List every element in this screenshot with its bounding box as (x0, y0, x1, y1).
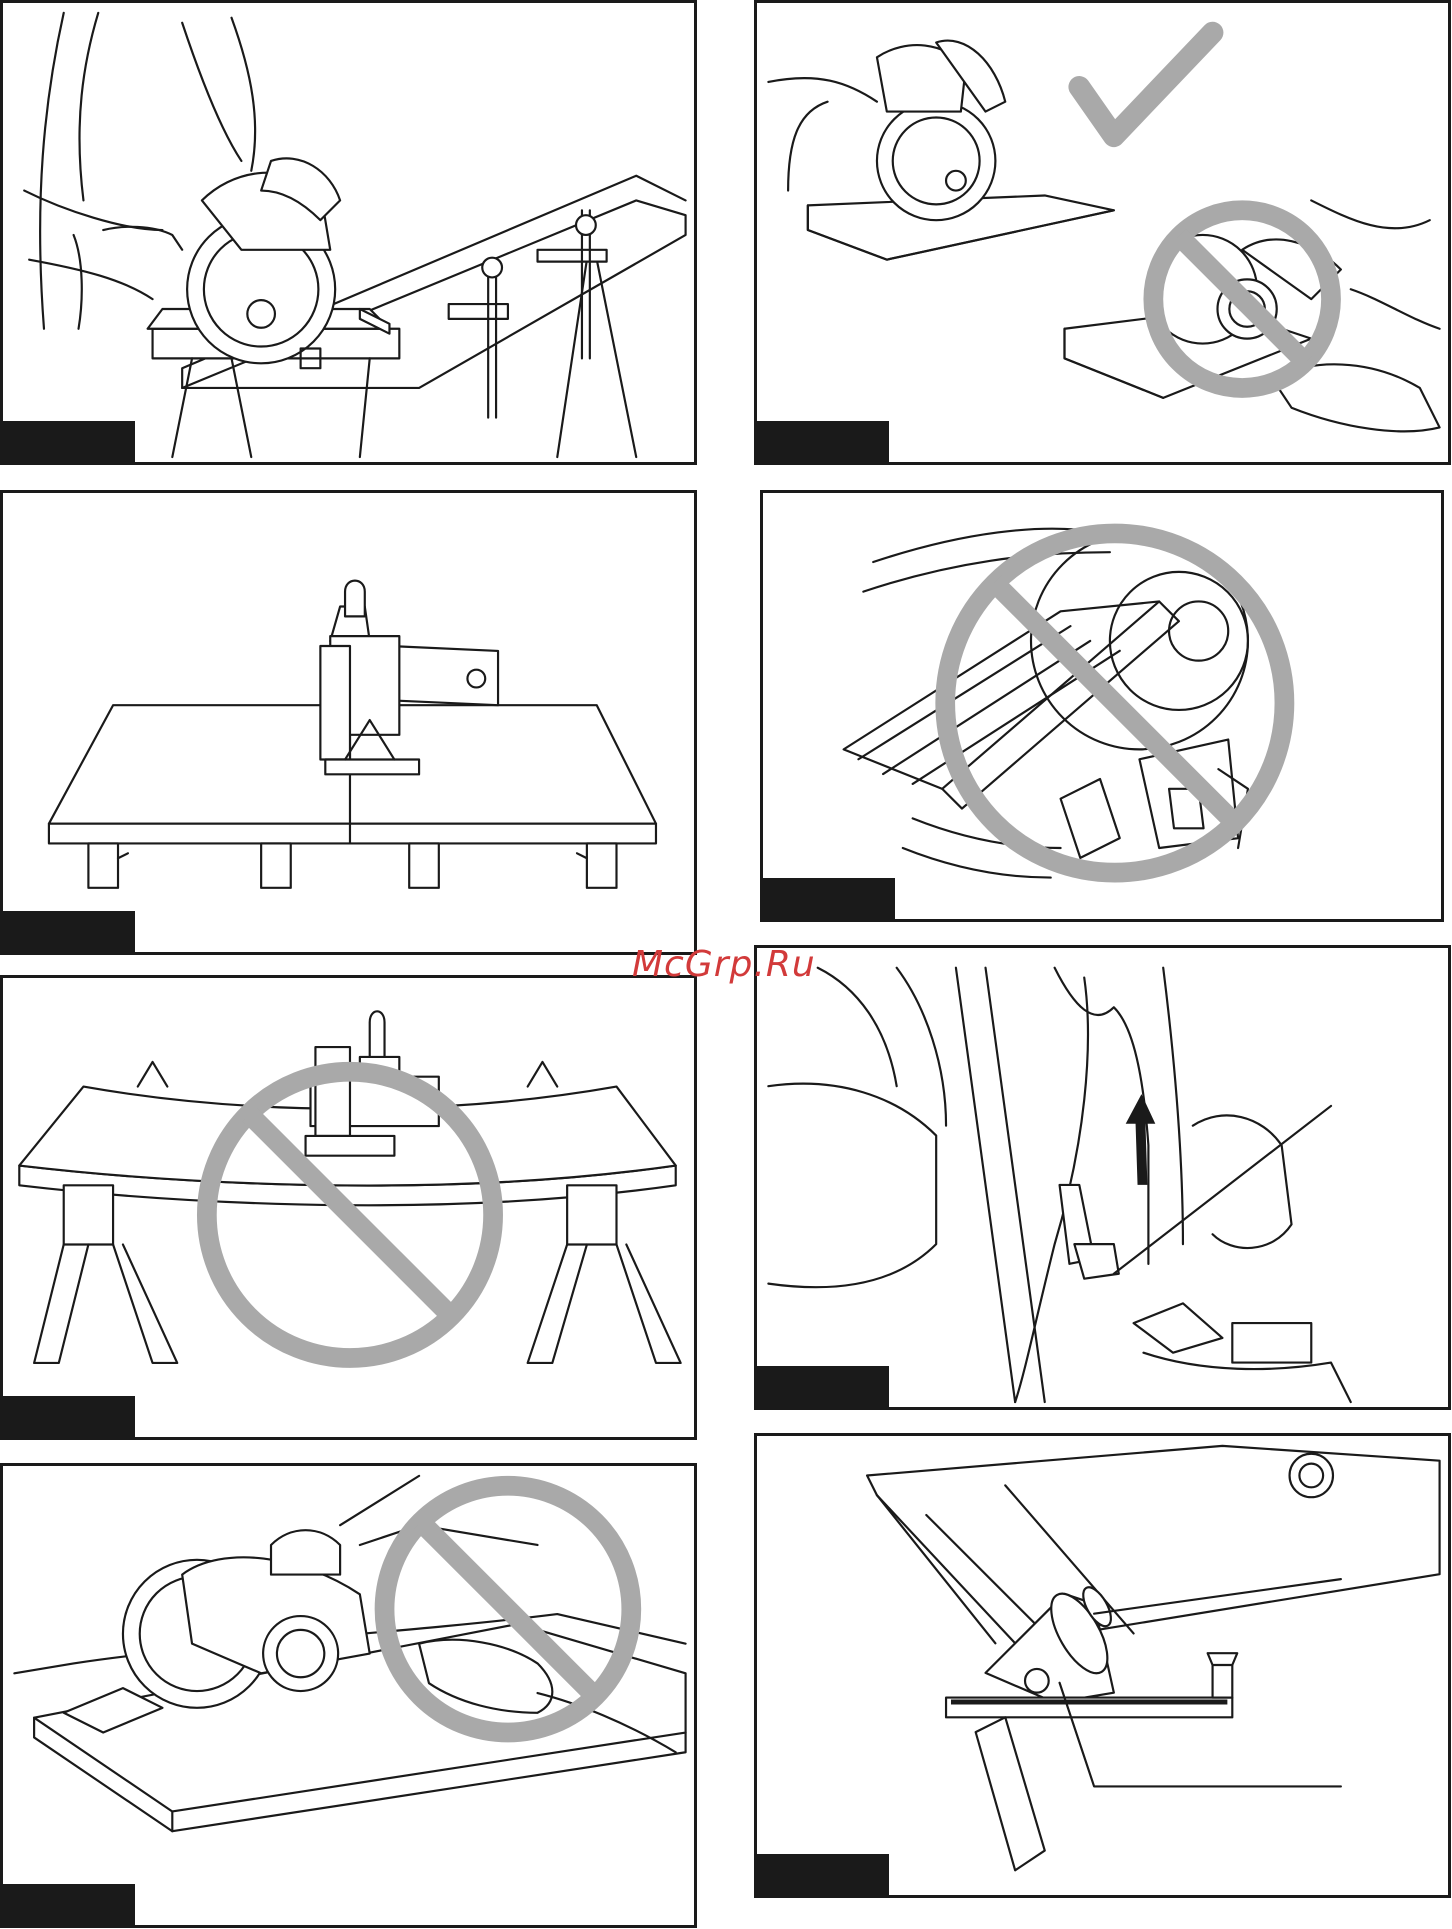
saw-clamped-illustration (3, 3, 694, 462)
sagging-board-illustration (3, 978, 694, 1437)
figure-panel-1 (0, 0, 697, 465)
kickback-illustration (763, 493, 1441, 919)
hand-near-blade-illustration (3, 1466, 694, 1925)
check-icon (1079, 33, 1212, 137)
figure-panel-5 (0, 975, 697, 1440)
figure-number-tab (0, 911, 135, 955)
figure-panel-4 (760, 490, 1444, 922)
supported-board-illustration (3, 493, 694, 952)
figure-panel-8 (754, 1433, 1451, 1898)
figure-panel-6 (754, 945, 1451, 1410)
guard-lever-illustration (757, 948, 1448, 1407)
figure-number-tab (0, 1884, 135, 1928)
figure-number-tab (760, 878, 895, 922)
figure-number-tab (754, 1366, 889, 1410)
bevel-adjust-illustration (757, 1436, 1448, 1895)
figure-panel-2 (754, 0, 1451, 465)
figure-panel-3 (0, 490, 697, 955)
figure-number-tab (754, 1854, 889, 1898)
arrow-up-icon (1126, 1094, 1156, 1185)
grip-illustration (757, 3, 1448, 462)
figure-panel-7 (0, 1463, 697, 1928)
figure-number-tab (754, 421, 889, 465)
watermark-text: McGrp.Ru (632, 944, 816, 985)
figure-number-tab (0, 1396, 135, 1440)
figure-number-tab (0, 421, 135, 465)
